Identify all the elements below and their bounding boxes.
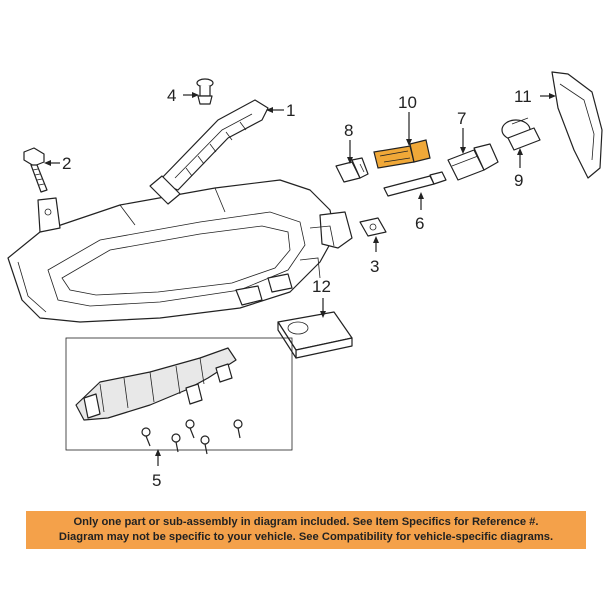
callout-11: 11 bbox=[514, 87, 532, 106]
long-bulb bbox=[383, 171, 447, 197]
clip-nut bbox=[359, 217, 387, 237]
disclaimer-line-1: Only one part or sub-assembly in diagram… bbox=[73, 516, 539, 528]
disclaimer-banner: Only one part or sub-assembly in diagram… bbox=[26, 511, 586, 549]
callout-2: 2 bbox=[62, 154, 71, 173]
screw-set bbox=[141, 419, 243, 455]
callout-7: 7 bbox=[457, 109, 466, 128]
callout-9: 9 bbox=[514, 171, 523, 190]
highlighted-bulb-socket bbox=[373, 139, 431, 169]
callout-3: 3 bbox=[370, 257, 379, 276]
callout-8: 8 bbox=[344, 121, 353, 140]
disclaimer-line-2: Diagram may not be specific to your vehi… bbox=[58, 531, 554, 543]
callout-4: 4 bbox=[167, 86, 176, 105]
lower-bracket-kit bbox=[65, 337, 293, 455]
callout-6: 6 bbox=[415, 214, 424, 233]
ballast-module bbox=[277, 311, 353, 359]
callout-12: 12 bbox=[312, 277, 331, 296]
callout-1: 1 bbox=[286, 101, 295, 120]
headlamp-housing bbox=[7, 179, 353, 323]
turn-signal-bulb bbox=[447, 143, 499, 181]
leader-lines bbox=[44, 92, 556, 466]
callout-numbers: 1 2 3 4 5 6 7 8 9 10 11 12 bbox=[62, 86, 532, 490]
bulb-socket bbox=[501, 117, 541, 151]
callout-10: 10 bbox=[398, 93, 417, 112]
upper-mounting-bracket bbox=[149, 99, 269, 205]
side-marker-bulb bbox=[335, 157, 369, 183]
callout-5: 5 bbox=[152, 471, 161, 490]
push-pin-fastener bbox=[196, 78, 214, 105]
bolt bbox=[23, 147, 48, 193]
access-cover bbox=[551, 71, 603, 179]
